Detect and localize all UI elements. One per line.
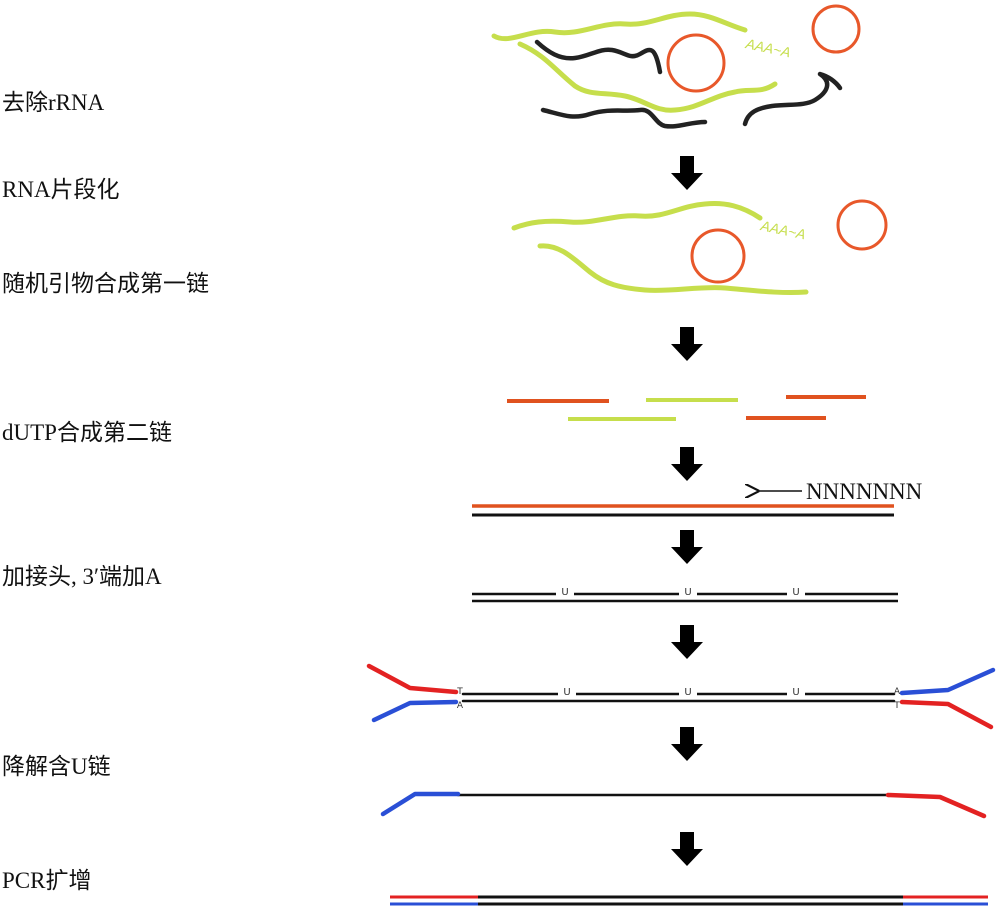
rrna-circle (690, 228, 746, 284)
down-arrow-icon (671, 156, 703, 190)
step-label-pcr-amplification: PCR扩增 (2, 868, 92, 893)
stage-second-strand (472, 584, 898, 603)
down-arrow-icon (671, 727, 703, 761)
adapter-base-bottom-right: T (893, 701, 900, 711)
step-label-second-strand-dutp: dUTP合成第二链 (2, 420, 172, 445)
stage-fragments (507, 395, 866, 421)
mrna-strand (537, 243, 809, 296)
adapter-left-blue (380, 791, 461, 817)
down-arrow-icon (671, 530, 703, 564)
stage-total-rna: AAA~A (491, 4, 861, 129)
rrna-strand (742, 71, 843, 127)
mrna-strand (511, 201, 763, 231)
uracil-marker: U (792, 587, 799, 598)
adapter-bases: T A A T (456, 687, 901, 711)
down-arrow-icon (671, 832, 703, 866)
uracil-marker-bg (558, 684, 576, 696)
down-arrow-icon (671, 625, 703, 659)
mrna-strand (491, 11, 748, 42)
rrna-circle (666, 33, 726, 93)
uracil-marker-bg (787, 684, 805, 696)
mrna-strand (517, 41, 778, 113)
flow-arrows (671, 156, 703, 866)
uracil-marker-bg (787, 584, 805, 596)
adapter-left-blue (371, 699, 459, 723)
uracil-marker: U (684, 687, 691, 698)
step-label-rna-fragmentation: RNA片段化 (2, 177, 120, 202)
rrna-strand (534, 39, 663, 75)
uracil-marker: U (561, 587, 568, 598)
uracil-markers-stage6: U U U (563, 687, 799, 698)
rrna-strand (540, 107, 708, 129)
step-label-adapter-ligation: 加接头, 3′端加A (2, 564, 162, 589)
uracil-marker-bg (679, 584, 697, 596)
stage-degraded (380, 791, 987, 819)
uracil-marker-bg (556, 584, 574, 596)
adapter-base-top-left: T (456, 687, 463, 697)
uracil-marker: U (684, 587, 691, 598)
down-arrow-icon (671, 447, 703, 481)
stage-adapter-ligation (366, 663, 996, 730)
polya-tail-label: AAA~A (758, 217, 807, 242)
down-arrow-icon (671, 327, 703, 361)
step-label-first-strand-synthesis: 随机引物合成第一链 (2, 271, 209, 296)
rrna-circle (811, 4, 861, 54)
uracil-marker: U (792, 687, 799, 698)
polya-tail-label: AAA~A (743, 35, 792, 60)
step-label-remove-rrna: 去除rRNA (2, 90, 105, 115)
adapter-right-red (885, 792, 987, 819)
adapter-right-blue (899, 667, 996, 696)
step-label-degrade-u-strand: 降解含U链 (2, 754, 111, 779)
adapter-right-red (899, 699, 994, 730)
stage-pcr-product (390, 895, 988, 906)
random-primer-label: NNNNNNN (806, 479, 923, 504)
rrna-circle (836, 199, 888, 251)
uracil-markers-stage5: U U U (561, 587, 799, 598)
uracil-marker: U (563, 687, 570, 698)
adapter-base-top-right: A (894, 687, 901, 697)
adapter-base-bottom-left: A (457, 701, 464, 711)
stage-first-strand (472, 491, 894, 517)
adapter-left-red (366, 663, 459, 695)
uracil-marker-bg (679, 684, 697, 696)
stage-mrna: AAA~A (511, 199, 888, 296)
